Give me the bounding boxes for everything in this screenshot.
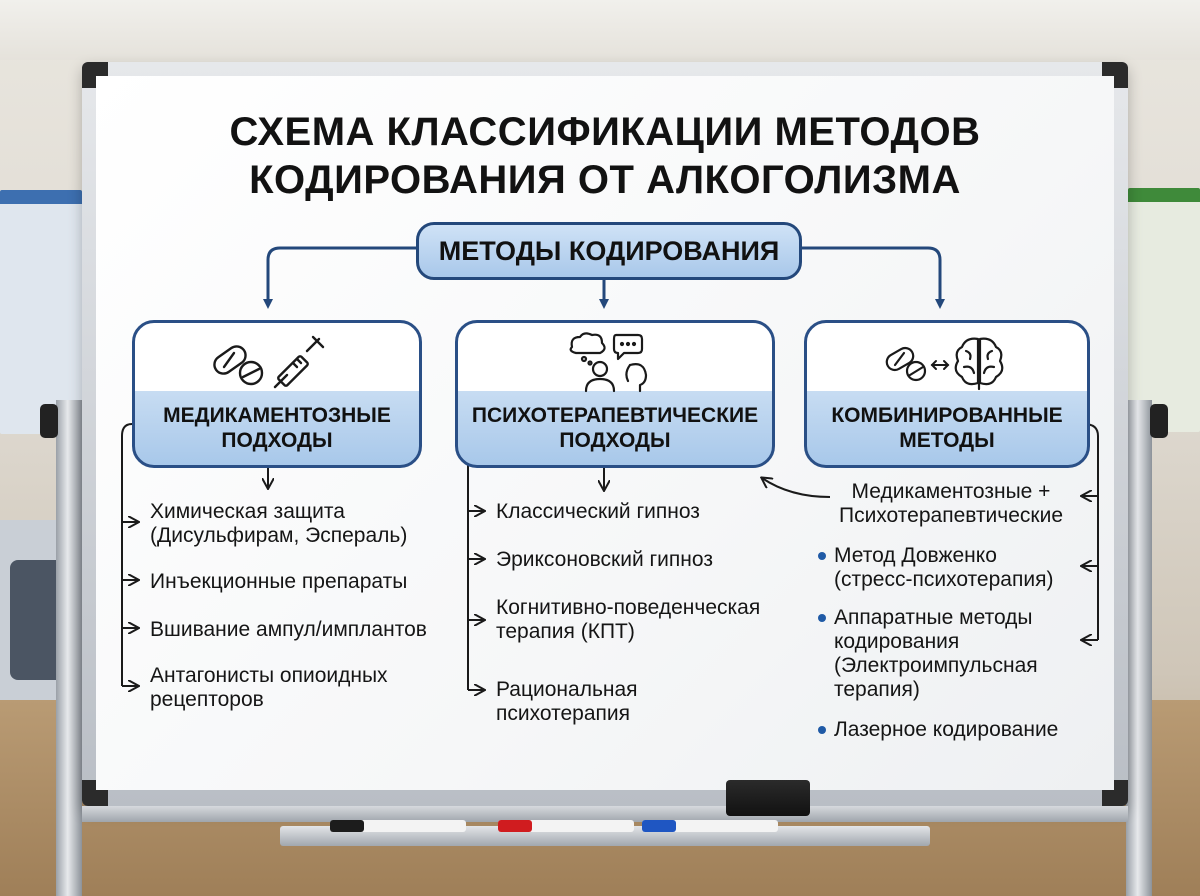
list-item: Метод Довженко (стресс-психотерапия)	[834, 544, 1054, 591]
pills-icon	[213, 345, 264, 386]
list-item: Химическая защита (Дисульфирам, Эспераль…	[150, 500, 408, 547]
connector-root-right	[796, 246, 945, 309]
list-item: Рациональная психотерапия	[496, 678, 638, 725]
bullet-icon	[818, 726, 826, 734]
marker-tray	[82, 806, 1128, 822]
stand-knob	[1150, 404, 1168, 438]
category-label: КОМБИНИРОВАННЫЕ МЕТОДЫ	[831, 404, 1063, 452]
brain-icon	[954, 337, 1004, 391]
wall-poster	[1128, 188, 1200, 432]
pills-brain-icon	[885, 337, 1004, 391]
therapy-conversation-icon	[569, 332, 648, 393]
connector-root-left	[263, 246, 416, 309]
bullet-icon	[818, 614, 826, 622]
list-item: Лазерное кодирование	[834, 718, 1059, 741]
category-psychotherapy: ПСИХОТЕРАПЕВТИЧЕСКИЕ ПОДХОДЫ	[455, 320, 775, 468]
stand-leg	[56, 400, 82, 896]
stand-knob	[40, 404, 58, 438]
title-line-1: СХЕМА КЛАССИФИКАЦИИ МЕТОДОВ	[229, 110, 981, 154]
list-item: Когнитивно-поведенческая терапия (КПТ)	[496, 596, 761, 643]
root-node: МЕТОДЫ КОДИРОВАНИЯ	[416, 222, 802, 280]
list-item: Классический гипноз	[496, 500, 700, 523]
black-marker[interactable]	[330, 820, 466, 832]
title-line-2: КОДИРОВАНИЯ ОТ АЛКОГОЛИЗМА	[249, 158, 961, 202]
stand-leg	[1126, 400, 1152, 896]
blue-marker[interactable]	[642, 820, 778, 832]
root-label: МЕТОДЫ КОДИРОВАНИЯ	[438, 235, 780, 266]
syringe-icon	[273, 335, 325, 389]
list-item: Антагонисты опиоидных рецепторов	[150, 664, 388, 711]
category-label: ПСИХОТЕРАПЕВТИЧЕСКИЕ ПОДХОДЫ	[471, 404, 759, 452]
pills-syringe-icon	[213, 335, 325, 389]
eraser[interactable]	[726, 780, 810, 816]
diagram-title: СХЕМА КЛАССИФИКАЦИИ МЕТОДОВ КОДИРОВАНИЯ …	[110, 108, 1100, 204]
ceiling	[0, 0, 1200, 60]
list-item: Вшивание ампул/имплантов	[150, 618, 427, 641]
category-medication: МЕДИКАМЕНТОЗНЫЕ ПОДХОДЫ	[132, 320, 422, 468]
list-item-combined-note: Медикаментозные + Психотерапевтические	[838, 480, 1064, 527]
list-item: Аппаратные методы кодирования (Электроим…	[834, 606, 1038, 701]
category-combined: КОМБИНИРОВАННЫЕ МЕТОДЫ	[804, 320, 1090, 468]
list-item: Эриксоновский гипноз	[496, 548, 713, 571]
pills-icon	[885, 346, 927, 382]
category-label: МЕДИКАМЕНТОЗНЫЕ ПОДХОДЫ	[163, 404, 391, 452]
red-marker[interactable]	[498, 820, 634, 832]
bullet-icon	[818, 552, 826, 560]
double-arrow-icon	[930, 360, 950, 370]
wall-poster	[0, 190, 82, 434]
list-item: Инъекционные препараты	[150, 570, 408, 593]
